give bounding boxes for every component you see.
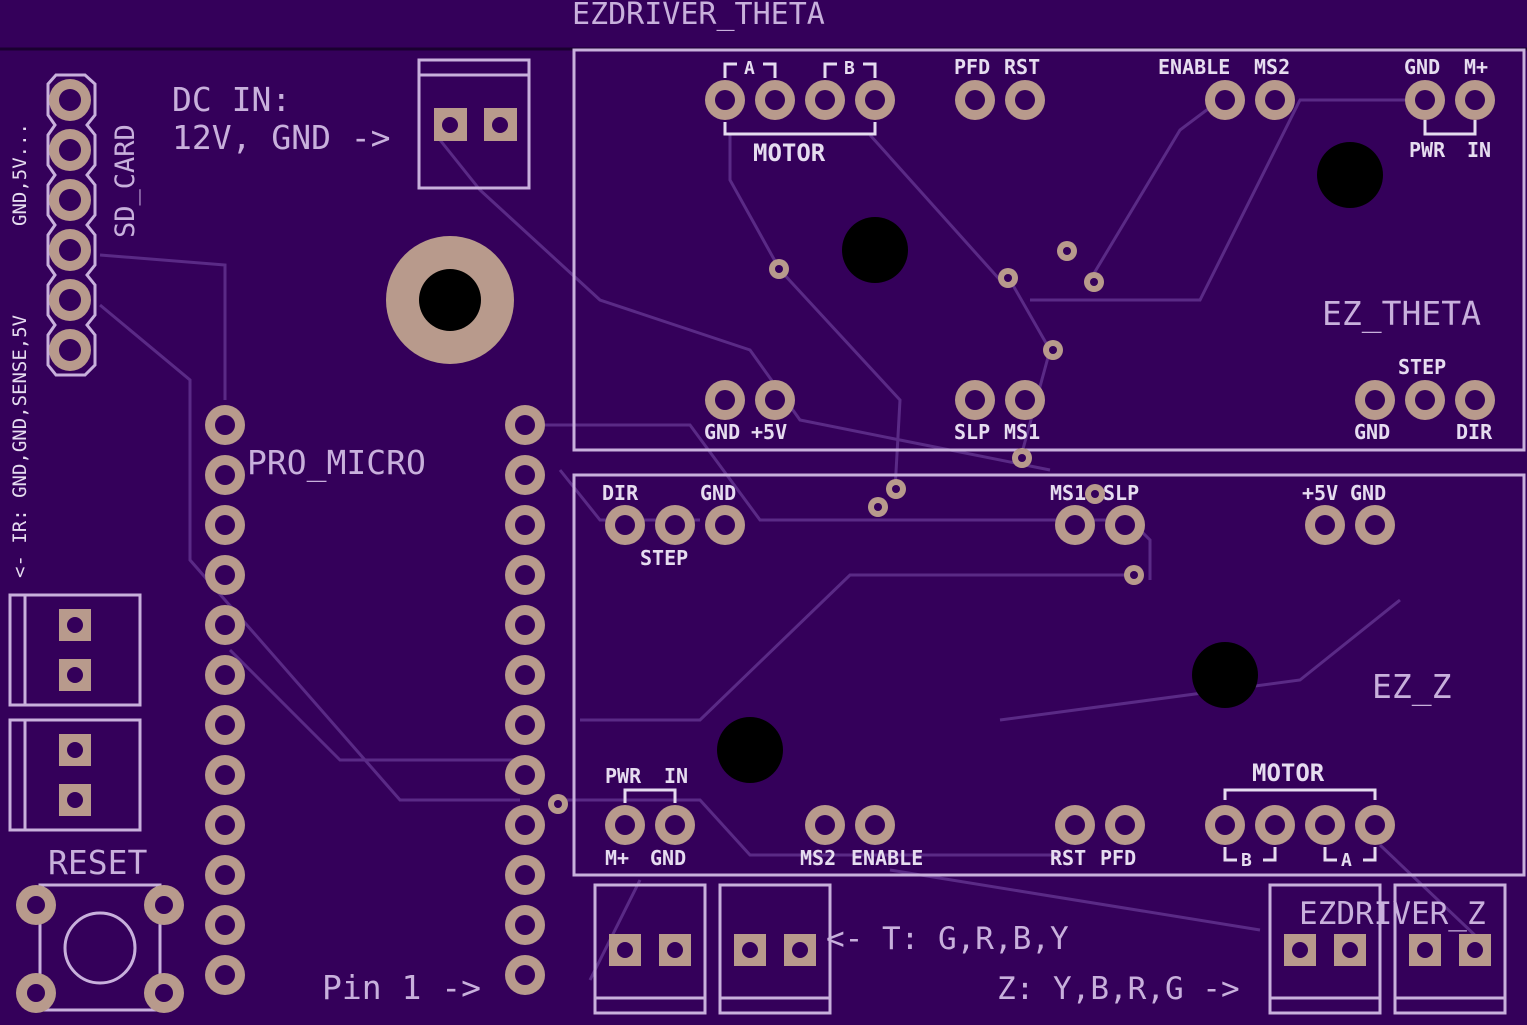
sd-card-label: SD_CARD (110, 124, 141, 238)
theta-brackets (723, 62, 1477, 136)
theta-label-dir: DIR (1456, 420, 1493, 444)
theta-label-gnd-top: GND (1404, 55, 1440, 79)
board-title-theta: EZDRIVER_THETA (572, 0, 825, 32)
board-title-z: EZDRIVER_Z (1299, 896, 1486, 932)
pro-micro-label: PRO_MICRO (247, 443, 426, 483)
theta-label-enable: ENABLE (1158, 55, 1230, 79)
z-motor-note: Z: Y,B,R,G -> (997, 971, 1240, 1007)
ez-z-outline (572, 473, 1526, 877)
z-brackets (623, 788, 1377, 862)
z-label-gnd: GND (700, 481, 736, 505)
theta-hole-1 (842, 217, 908, 283)
z-label-b: B (1241, 850, 1252, 871)
z-motor-terminals (1268, 883, 1507, 1015)
pin1-label: Pin 1 -> (322, 968, 481, 1007)
dc-in-line1: DC IN: (172, 80, 291, 119)
z-label-pfd: PFD (1100, 846, 1136, 870)
theta-label-motor: MOTOR (753, 139, 826, 167)
theta-label-gnd-bottom: GND (704, 420, 740, 444)
theta-label-slp: SLP (954, 420, 990, 444)
z-label-dir: DIR (602, 481, 639, 505)
theta-label-m-plus: M+ (1464, 55, 1488, 79)
theta-label-pwr: PWR (1409, 138, 1446, 162)
theta-label-ms2: MS2 (1254, 55, 1290, 79)
theta-label-gnd-step: GND (1354, 420, 1390, 444)
theta-label-a: A (744, 58, 755, 79)
z-label-slp: SLP (1103, 481, 1139, 505)
z-label-m-plus: M+ (605, 846, 629, 870)
theta-hole-2 (1317, 142, 1383, 208)
theta-label-rst: RST (1004, 55, 1040, 79)
z-label-gnd-top-right: GND (1350, 481, 1386, 505)
theta-label-ms1: MS1 (1004, 420, 1040, 444)
z-label-5v: +5V (1302, 481, 1338, 505)
theta-label-pfd: PFD (954, 55, 990, 79)
z-label-gnd-pwr: GND (650, 846, 686, 870)
z-label-motor: MOTOR (1252, 759, 1325, 787)
sd-card-header (46, 73, 97, 377)
sd-side-label-1: GND,5V... (9, 123, 31, 226)
theta-label-in: IN (1467, 138, 1491, 162)
z-label-step: STEP (640, 546, 688, 570)
ez-theta-outline (572, 48, 1526, 452)
z-label-enable: ENABLE (851, 846, 923, 870)
theta-label-b: B (844, 58, 855, 79)
theta-module-label: EZ_THETA (1322, 294, 1481, 334)
z-module-label: EZ_Z (1372, 667, 1451, 707)
reset-button[interactable] (16, 883, 184, 1013)
z-label-in: IN (664, 764, 688, 788)
theta-label-step: STEP (1398, 355, 1446, 379)
dc-in-line2: 12V, GND -> (172, 118, 391, 157)
dc-in-terminal (417, 58, 531, 190)
z-label-ms1: MS1 (1050, 481, 1086, 505)
z-label-rst: RST (1050, 846, 1086, 870)
copper-traces (99, 98, 1482, 981)
z-hole-1 (717, 717, 783, 783)
reset-label: RESET (48, 843, 147, 882)
theta-motor-note: <- T: G,R,B,Y (826, 921, 1069, 957)
ir-terminal-upper (8, 593, 142, 707)
theta-motor-terminals (593, 883, 832, 1015)
ir-terminal-lower (8, 718, 142, 832)
z-hole-2 (1192, 642, 1258, 708)
z-label-a: A (1341, 850, 1352, 871)
z-label-pwr: PWR (605, 764, 642, 788)
z-label-ms2: MS2 (800, 846, 836, 870)
theta-label-5v: +5V (751, 420, 787, 444)
sd-side-label-2: <- IR: GND,GND,SENSE,5V (9, 315, 31, 578)
